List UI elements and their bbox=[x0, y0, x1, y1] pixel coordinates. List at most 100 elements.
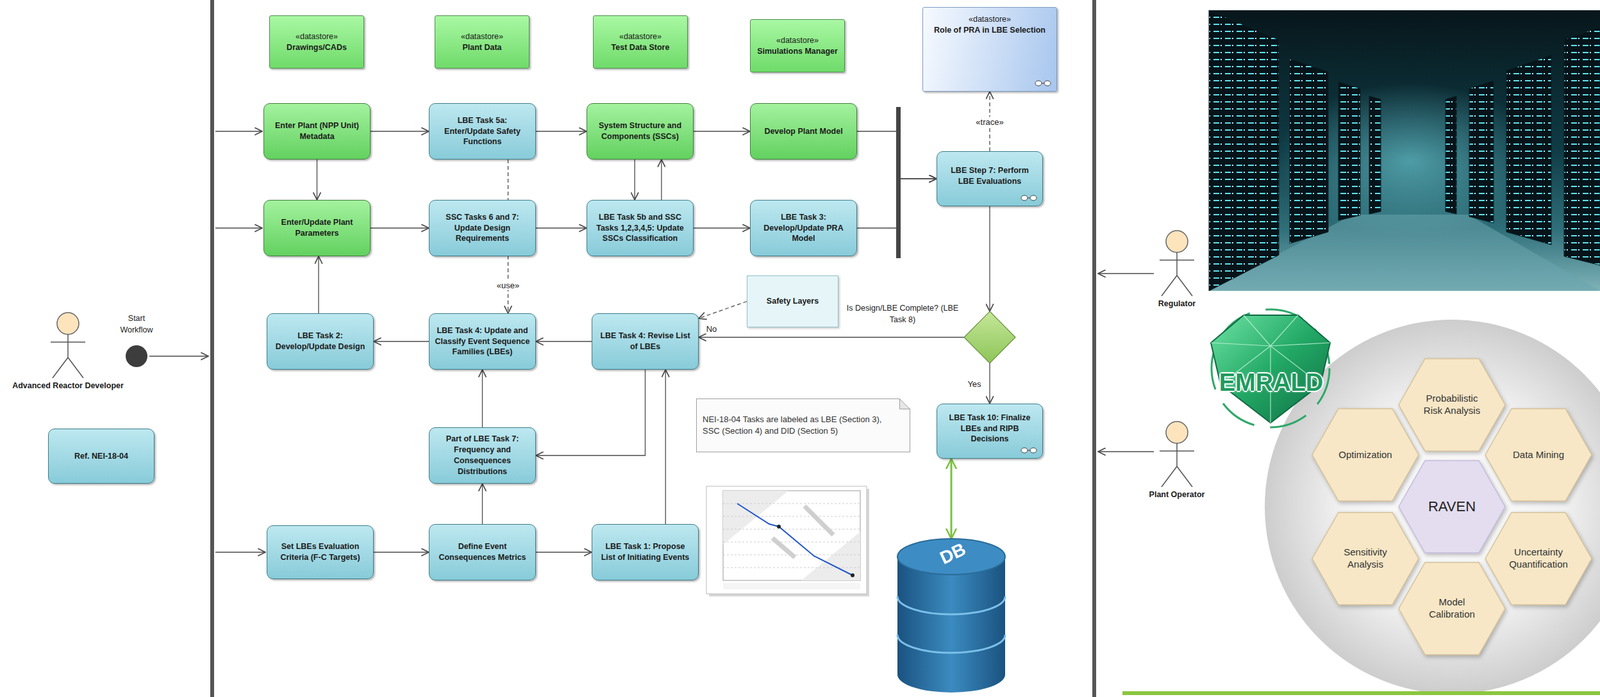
edge-label: «use» bbox=[494, 280, 522, 290]
hexagon-outline bbox=[1398, 562, 1506, 656]
node-text: Optimization bbox=[1338, 449, 1392, 462]
hexagon-outline bbox=[1485, 512, 1592, 606]
node-text: LBE Task 1: Propose List of Initiating E… bbox=[597, 541, 693, 564]
node-text: «datastore» bbox=[619, 31, 662, 43]
edge-label: No bbox=[704, 323, 720, 334]
flow-arrow bbox=[535, 130, 587, 132]
fc-chart-image bbox=[723, 583, 861, 590]
process-box: Develop Plant Model bbox=[750, 103, 858, 160]
emerald-logo bbox=[1210, 309, 1331, 428]
link-icon bbox=[1034, 79, 1052, 88]
figure-head bbox=[1166, 230, 1188, 253]
server-room-photo bbox=[1338, 82, 1361, 221]
edge-label: «trace» bbox=[973, 116, 1006, 127]
link-ring bbox=[1030, 448, 1037, 454]
capability-hexagon: Sensitivity Analysis bbox=[1311, 512, 1420, 606]
datastore-box: «datastore»Test Data Store bbox=[592, 15, 688, 69]
node-text: Drawings/CADs bbox=[286, 42, 347, 54]
diamond-outline bbox=[964, 311, 1016, 364]
node-text: Test Data Store bbox=[611, 42, 670, 54]
process-box: System Structure and Components (SSCs) bbox=[586, 103, 694, 160]
node-text: LBE Task 3: Develop/Update PRA Model bbox=[755, 212, 852, 245]
node-text: «datastore» bbox=[968, 14, 1011, 25]
flow-arrow bbox=[317, 256, 319, 314]
server-room-photo bbox=[1208, 10, 1600, 292]
process-box: Ref. NEI-18-04 bbox=[48, 428, 155, 484]
flow-arrow bbox=[370, 227, 429, 229]
folded-corner bbox=[899, 398, 911, 410]
stick-figure bbox=[48, 311, 88, 381]
hexagon-outline bbox=[1485, 408, 1592, 502]
figure-limb bbox=[52, 357, 68, 379]
node-text: LBE Task 2: Develop/Update Design bbox=[272, 330, 368, 353]
lane-arrows bbox=[149, 355, 209, 357]
process-box: LBE Task 4: Revise List of LBEs bbox=[591, 313, 699, 370]
fc-chart-image bbox=[801, 532, 861, 581]
lane-arrows bbox=[215, 227, 263, 229]
fc-chart-image bbox=[850, 573, 855, 578]
flow-arrow bbox=[857, 131, 937, 179]
process-box: Enter Plant (NPP Unit) Metadata bbox=[263, 103, 371, 160]
process-box: LBE Task 10: Finalize LBEs and RIPB Deci… bbox=[936, 403, 1043, 459]
figure-limb bbox=[1176, 252, 1178, 276]
process-box: LBE Task 2: Develop/Update Design bbox=[266, 313, 374, 370]
process-box: Part of LBE Task 7: Frequency and Conseq… bbox=[428, 427, 536, 484]
process-box: Define Event Consequences Metrics bbox=[428, 524, 536, 581]
server-room-photo bbox=[1208, 10, 1600, 292]
flow-arrow bbox=[535, 341, 592, 342]
process-box: LBE Task 5a: Enter/Update Safety Functio… bbox=[428, 103, 536, 160]
start-node: Start Workflow bbox=[125, 345, 148, 368]
emerald-logo bbox=[1243, 315, 1299, 347]
node-text: Plant Data bbox=[462, 42, 502, 54]
flow-arrow bbox=[660, 159, 662, 200]
fc-chart-image bbox=[723, 529, 861, 531]
node-text: System Structure and Components (SSCs) bbox=[592, 120, 688, 143]
link-bar bbox=[1027, 450, 1031, 452]
link-ring bbox=[1035, 80, 1042, 86]
node-text: Model Calibration bbox=[1416, 596, 1488, 622]
node-text: Probabilistic Risk Analysis bbox=[1416, 392, 1488, 418]
server-room-photo bbox=[1208, 10, 1279, 292]
server-room-photo bbox=[1564, 26, 1600, 266]
link-bar bbox=[1041, 83, 1045, 84]
swimlane-bars bbox=[210, 0, 1097, 697]
process-box: LBE Task 4: Update and Classify Event Se… bbox=[428, 313, 536, 370]
actor-figure: Plant Operator bbox=[1132, 420, 1222, 500]
cylinder-band bbox=[897, 596, 1006, 615]
figure-limb bbox=[1161, 275, 1177, 297]
capability-hexagon: Uncertainty Quantification bbox=[1484, 512, 1593, 606]
datastore-box: «datastore»Role of PRA in LBE Selection bbox=[922, 7, 1058, 92]
cylinder-band bbox=[897, 635, 1006, 654]
figure-limb bbox=[67, 357, 84, 379]
fc-chart-image bbox=[723, 516, 861, 518]
flow-arrow bbox=[698, 337, 965, 338]
flow-arrow bbox=[989, 206, 990, 312]
datastore-box: «datastore»Simulations Manager bbox=[750, 19, 845, 73]
node-text: LBE Task 4: Update and Classify Event Se… bbox=[434, 325, 531, 359]
server-room-photo bbox=[1445, 96, 1457, 215]
fc-chart-image bbox=[723, 491, 789, 545]
node-text: LBE Task 5b and SSC Tasks 1,2,3,4,5: Upd… bbox=[592, 212, 688, 245]
node-text: Start Workflow bbox=[114, 313, 159, 336]
flow-arrow bbox=[989, 363, 990, 404]
database-cylinder: DB bbox=[896, 537, 1007, 695]
flow-arrow bbox=[482, 483, 483, 525]
swimlane-bars bbox=[210, 0, 215, 697]
actor-figure: Regulator bbox=[1132, 229, 1222, 309]
capability-hexagon: Model Calibration bbox=[1398, 562, 1506, 656]
node-text: Advanced Reactor Developer bbox=[12, 380, 124, 392]
cylinder-body bbox=[897, 557, 1006, 693]
fc-chart-image bbox=[723, 503, 861, 505]
note-box: Safety Layers bbox=[746, 275, 839, 328]
server-room-photo bbox=[1369, 96, 1381, 215]
process-box: SSC Tasks 6 and 7: Update Design Require… bbox=[428, 200, 536, 257]
flow-arrow bbox=[482, 369, 483, 428]
process-box: LBE Task 1: Propose List of Initiating E… bbox=[591, 524, 699, 581]
link-icon bbox=[1020, 194, 1038, 202]
datastore-box: «datastore»Plant Data bbox=[434, 15, 530, 69]
fc-chart-image bbox=[706, 486, 867, 595]
capability-hexagon: Data Mining bbox=[1484, 408, 1593, 502]
node-text: «datastore» bbox=[295, 31, 338, 43]
note-box: NEI-18-04 Tasks are labeled as LBE (Sect… bbox=[696, 398, 911, 453]
